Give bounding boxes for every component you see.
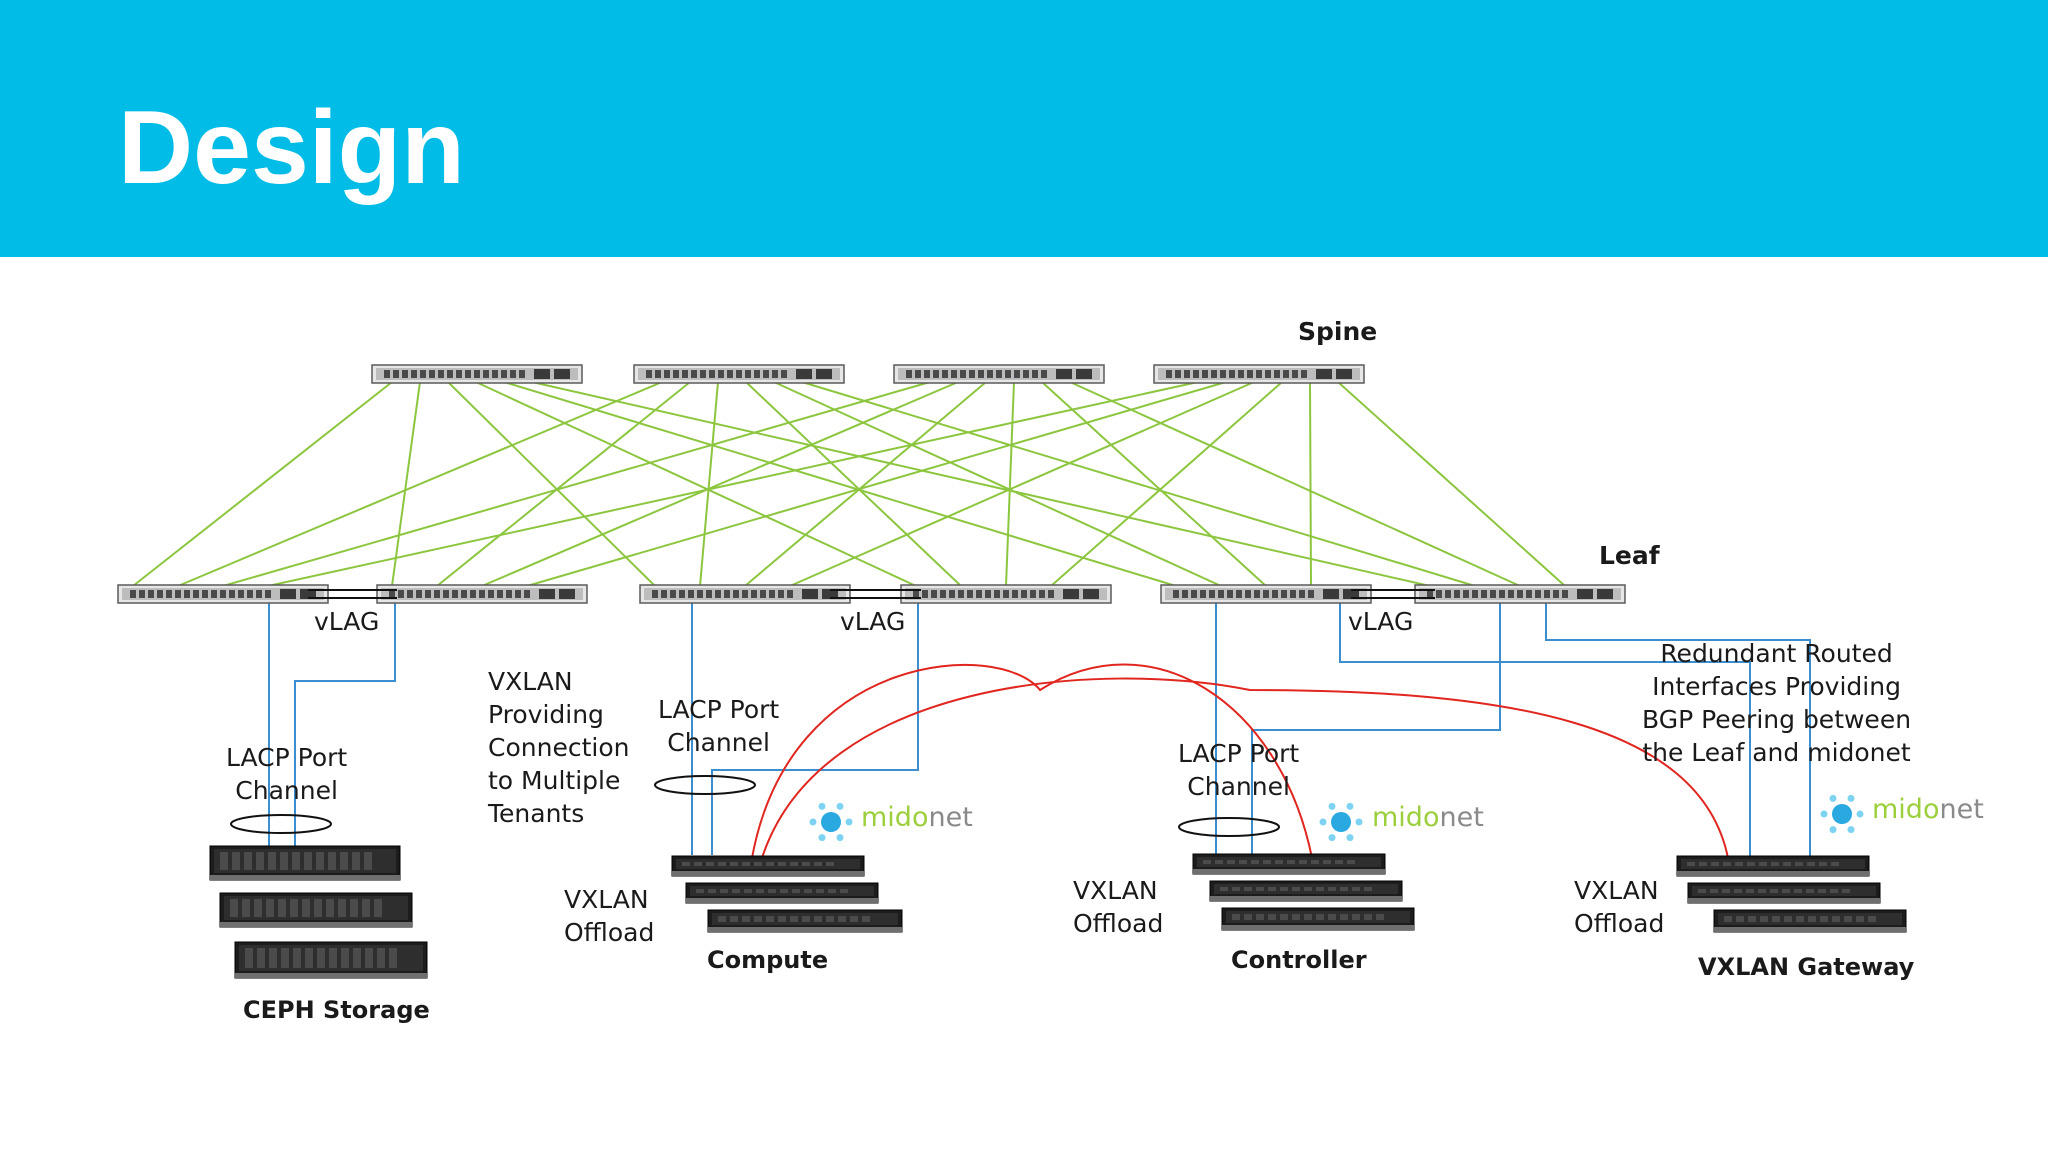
fabric-link xyxy=(391,381,421,587)
compute-server xyxy=(671,855,865,877)
network-diagram: Spine Leaf vLAG vLAG vLAG LACP Port Chan… xyxy=(0,257,2048,1152)
fabric-link xyxy=(773,381,1222,587)
leaf-switch xyxy=(117,584,329,604)
vxlan-offload-label: VXLAN Offload xyxy=(1073,876,1164,938)
midonet-logo-text: mido xyxy=(1872,794,1940,825)
vlag-label: vLAG xyxy=(314,607,380,636)
spine-switch xyxy=(633,364,845,384)
ceph-storage-label: CEPH Storage xyxy=(243,996,430,1024)
leaf-label: Leaf xyxy=(1599,541,1660,570)
fabric-link xyxy=(447,381,656,587)
host-link xyxy=(294,603,396,860)
ceph-storage-server xyxy=(209,845,401,881)
title-banner: Design xyxy=(0,0,2048,257)
fabric-link xyxy=(436,381,691,587)
fabric-link xyxy=(1069,381,1521,587)
lacp-port-channel-label: LACP Port Channel xyxy=(658,695,780,757)
leaf-switch xyxy=(900,584,1112,604)
vxlan-tunnel xyxy=(761,677,1729,859)
midonet-logo-text: net xyxy=(928,802,973,833)
spine-label: Spine xyxy=(1298,317,1378,346)
host-link xyxy=(711,603,919,855)
vlag-label: vLAG xyxy=(840,607,906,636)
controller-label: Controller xyxy=(1231,946,1367,974)
midonet-logo-icon xyxy=(809,802,853,842)
host-link xyxy=(1339,603,1751,857)
ceph-storage-server xyxy=(219,892,413,928)
lacp-port-channel-label: LACP Port Channel xyxy=(226,743,348,805)
fabric-link xyxy=(267,381,1199,587)
fabric-link xyxy=(222,381,931,587)
fabric-link xyxy=(481,381,959,587)
fabric-link xyxy=(801,381,1476,587)
controller-server xyxy=(1209,880,1403,902)
fabric-link xyxy=(132,381,393,587)
lacp-ellipse xyxy=(1178,817,1280,837)
lacp-ellipse xyxy=(654,775,756,795)
spine-switch xyxy=(371,364,583,384)
controller-server xyxy=(1221,907,1415,931)
vxlan-tenants-note: VXLAN Providing Connection to Multiple T… xyxy=(488,667,630,828)
vxlan-tunnel xyxy=(751,663,1313,859)
leaf-switch xyxy=(1414,584,1626,604)
vxlan-offload-label: VXLAN Offload xyxy=(1574,876,1665,938)
vlag-label: vLAG xyxy=(1348,607,1414,636)
fabric-link xyxy=(1005,381,1015,587)
compute-label: Compute xyxy=(707,946,829,974)
compute-server xyxy=(707,909,903,933)
midonet-logo-text: mido xyxy=(861,802,929,833)
spine-switch xyxy=(893,364,1105,384)
midonet-logo-text: mido xyxy=(1372,802,1440,833)
host-link xyxy=(1545,603,1811,857)
vxlan-gateway-server xyxy=(1713,909,1907,933)
network-diagram-graphic xyxy=(117,364,1907,979)
midonet-logo-icon xyxy=(1319,802,1363,842)
slide-title: Design xyxy=(118,90,465,206)
fabric-link xyxy=(503,381,1177,587)
leaf-switch xyxy=(376,584,588,604)
midonet-logo-icon xyxy=(1820,794,1864,834)
midonet-logo-text: net xyxy=(1939,794,1984,825)
fabric-link xyxy=(789,381,1255,587)
spine-switch xyxy=(1153,364,1365,384)
host-link xyxy=(1251,603,1501,857)
vxlan-offload-label: VXLAN Offload xyxy=(564,885,655,947)
fabric-link xyxy=(745,381,962,587)
bgp-peering-note: Redundant Routed Interfaces Providing BG… xyxy=(1642,639,1912,767)
leaf-switch xyxy=(1160,584,1372,604)
vxlan-gateway-server xyxy=(1676,855,1870,877)
fabric-link xyxy=(699,381,719,587)
ceph-storage-server xyxy=(234,941,428,979)
vxlan-gateway-label: VXLAN Gateway xyxy=(1698,953,1915,981)
fabric-link xyxy=(1050,381,1283,587)
fabric-link xyxy=(1337,381,1566,587)
compute-server xyxy=(685,882,879,904)
fabric-link xyxy=(1041,381,1267,587)
midonet-logo-text: net xyxy=(1439,802,1484,833)
fabric-link xyxy=(526,381,1227,587)
controller-server xyxy=(1192,853,1386,875)
lacp-port-channel-label: LACP Port Channel xyxy=(1178,739,1300,801)
fabric-link xyxy=(1309,381,1312,587)
leaf-switch xyxy=(639,584,851,604)
lacp-ellipse xyxy=(230,814,332,834)
fabric-link xyxy=(475,381,917,587)
fabric-link xyxy=(744,381,987,587)
fabric-link xyxy=(177,381,663,587)
fabric-link xyxy=(531,381,1431,587)
vxlan-gateway-server xyxy=(1687,882,1881,904)
